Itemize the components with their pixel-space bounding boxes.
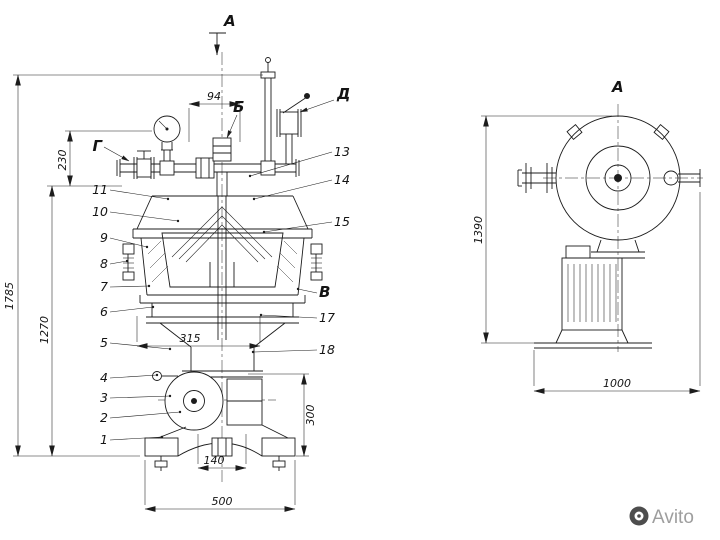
clamp-bolt-left — [122, 243, 135, 281]
foot-right — [261, 437, 296, 457]
part-label-13: 13 — [334, 144, 350, 159]
dimensions-main: 1785 1270 230 94 315 300 140 500 — [3, 74, 317, 512]
drain-fitting — [211, 437, 233, 457]
dim-500: 500 — [212, 495, 233, 508]
valve-d — [276, 93, 310, 164]
dim-315: 315 — [180, 332, 201, 345]
sight-glass-b — [212, 137, 232, 162]
section-arrow-a: А — [209, 12, 236, 56]
part-label-5: 5 — [100, 335, 108, 350]
main-view — [116, 52, 323, 482]
motor-body — [561, 257, 623, 331]
side-view-title: А — [611, 78, 624, 96]
gauge-tee — [159, 160, 175, 176]
part-label-7: 7 — [100, 279, 108, 294]
part-label-14: 14 — [334, 172, 350, 187]
float-linkage — [260, 57, 276, 176]
anchor-bolt-right — [272, 460, 286, 468]
dim-230: 230 — [56, 150, 69, 171]
dimensions-side: 1390 1000 — [472, 115, 701, 394]
base — [144, 424, 296, 471]
part-label-15: 15 — [334, 214, 350, 229]
bowl — [161, 232, 284, 288]
anchor-bolt-left — [154, 460, 168, 468]
part-label-2: 2 — [100, 410, 108, 425]
side-view: А — [472, 78, 703, 394]
label-b: Б — [233, 98, 244, 116]
watermark: Avito — [629, 506, 694, 528]
part-label-17: 17 — [319, 310, 335, 325]
dim-94: 94 — [207, 90, 221, 103]
disc-stack — [171, 206, 273, 263]
label-v: В — [319, 283, 330, 301]
dim-1000: 1000 — [603, 377, 631, 390]
connection-labels: Г Б Д В — [92, 85, 350, 301]
side-motor — [534, 239, 652, 349]
section-arrow-label: А — [223, 12, 236, 30]
label-g: Г — [92, 137, 103, 155]
dim-1390: 1390 — [472, 216, 485, 244]
gear-housing — [226, 378, 263, 426]
terminal-box — [565, 245, 591, 259]
part-label-1: 1 — [100, 432, 108, 447]
valve-g — [133, 150, 155, 179]
dim-140: 140 — [204, 454, 225, 467]
dim-1785: 1785 — [3, 282, 16, 310]
part-callouts-right: 13 14 15 17 18 — [248, 144, 350, 357]
mid-fitting — [195, 157, 215, 179]
part-label-3: 3 — [100, 390, 108, 405]
part-label-4: 4 — [100, 370, 108, 385]
drum-circle — [555, 115, 681, 241]
part-label-6: 6 — [100, 304, 108, 319]
hatching-left — [147, 240, 169, 283]
valve-lever — [282, 96, 308, 114]
part-label-11: 11 — [92, 182, 108, 197]
frame — [139, 295, 306, 348]
foot-left — [144, 437, 179, 457]
part-label-9: 9 — [100, 230, 108, 245]
pressure-gauge — [153, 115, 181, 143]
top-piping — [116, 57, 310, 196]
lug-left — [566, 124, 583, 140]
motor-fins — [567, 264, 617, 322]
drive-housing — [152, 347, 263, 431]
label-d: Д — [336, 85, 350, 103]
dim-1270: 1270 — [38, 316, 51, 344]
part-label-8: 8 — [100, 256, 108, 271]
clamp-bolt-right — [310, 243, 323, 281]
side-handle — [663, 169, 701, 187]
hatching-right — [276, 240, 298, 283]
dim-300: 300 — [304, 405, 317, 426]
side-shaft — [517, 163, 556, 193]
part-label-18: 18 — [319, 342, 335, 357]
bowl-casing — [122, 195, 323, 340]
lug-right — [653, 124, 670, 140]
part-label-10: 10 — [92, 204, 108, 219]
watermark-brand: Avito — [652, 507, 694, 528]
part-callouts-left: 11 10 9 8 7 6 5 4 3 2 1 — [92, 182, 182, 447]
